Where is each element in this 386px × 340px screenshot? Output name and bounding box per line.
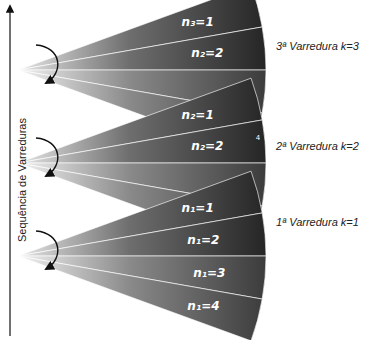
sweep-caption: 2ª Varredura k=2	[276, 141, 359, 152]
beam-number: n₃=1	[182, 16, 214, 28]
beam-number: n₁=1	[182, 202, 214, 214]
beam-wedge	[18, 213, 266, 256]
beam-index: 4	[256, 135, 260, 142]
sweep-caption: 1ª Varredura k=1	[276, 217, 359, 228]
beam-number: n₁=2	[187, 234, 219, 246]
beam-number: n₂=2	[191, 47, 223, 59]
beam-number: n₁=3	[193, 267, 225, 279]
beam-wedge	[18, 120, 266, 163]
sweep-caption: 3ª Varredura k=3	[276, 41, 359, 52]
sweep-fan	[18, 171, 266, 340]
sequence-axis	[9, 6, 10, 336]
beam-wedge	[18, 27, 266, 70]
beam-wedge	[18, 256, 262, 340]
sweep-arrow	[36, 231, 58, 269]
beam-number: n₁=4	[187, 300, 219, 312]
beam-number: n₂=2	[191, 140, 223, 152]
beam-number: n₂=1	[182, 109, 214, 121]
axis-label: Sequência de Varreduras	[17, 118, 28, 242]
sweep-arrow	[36, 138, 58, 176]
sweep-arrow	[36, 45, 58, 83]
